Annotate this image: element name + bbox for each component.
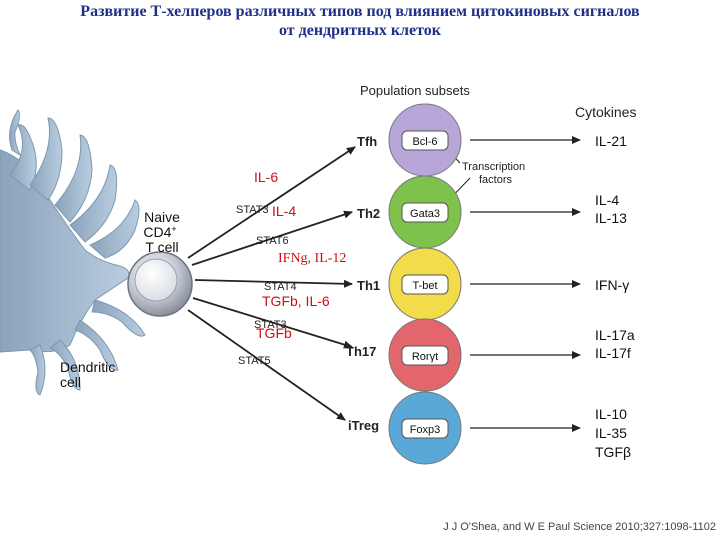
cytokine-label: IL-17a [595,327,635,343]
subset-cell-th1: T-bet [389,248,461,320]
subset-cell-th17: Rorγt [389,319,461,391]
dendritic-label-line1: Dendritic [60,359,115,375]
transcription-factors-label-1: Transcription [462,161,525,173]
cytokine-label: IL-17f [595,345,631,361]
signal-label: IL-4 [272,203,296,219]
cytokine-label: IL-35 [595,425,627,441]
naive-label-line2: CD4+ [143,224,176,240]
signal-label: IFNg, IL-12 [278,251,346,266]
subset-cell-tfh: Bcl-6 [389,104,461,176]
subset-name-itreg: iTreg [348,418,379,433]
factor-label: T-bet [412,280,437,292]
factor-label: Bcl-6 [412,136,437,148]
subset-name-th1: Th1 [357,278,380,293]
signal-label: IL-6 [254,169,278,185]
subset-cells: Bcl-6 Gata3 T-bet Rorγt Foxp3 [389,104,461,464]
cytokine-label: IFN-γ [595,277,629,293]
factor-label: Gata3 [410,208,440,220]
dendritic-label-line2: cell [60,374,81,390]
cytokine-label: IL-21 [595,133,627,149]
transcription-factors-label-2: factors [479,174,513,186]
signal-label: TGFb [256,325,292,341]
stat-label: STAT6 [256,235,289,247]
subset-name-th17: Th17 [346,344,376,359]
cytokine-label: TGFβ [595,444,631,460]
stat-label: STAT5 [238,355,271,367]
subset-cell-itreg: Foxp3 [389,392,461,464]
naive-t-cell [128,252,192,316]
dendritic-cell [0,110,145,395]
subset-name-tfh: Tfh [357,134,377,149]
stat-label: STAT4 [264,281,297,293]
population-subsets-header: Population subsets [360,83,470,98]
naive-label-line1: Naive [144,209,180,225]
subset-name-th2: Th2 [357,206,380,221]
cytokine-label: IL-4 [595,192,619,208]
cytokine-label: IL-13 [595,210,627,226]
cytokine-label: IL-10 [595,406,627,422]
cytokines-header: Cytokines [575,104,636,120]
signal-label: TGFb, IL-6 [262,293,330,309]
factor-label: Rorγt [412,351,438,363]
stat-label: STAT3 [236,204,269,216]
citation: J J O'Shea, and W E Paul Science 2010;32… [443,521,716,533]
cytokine-lists: IL-21 IL-4 IL-13 IFN-γ IL-17a IL-17f IL-… [595,133,635,460]
naive-label-line3: T cell [145,239,178,255]
factor-label: Foxp3 [410,424,441,436]
subset-cell-th2: Gata3 [389,176,461,248]
